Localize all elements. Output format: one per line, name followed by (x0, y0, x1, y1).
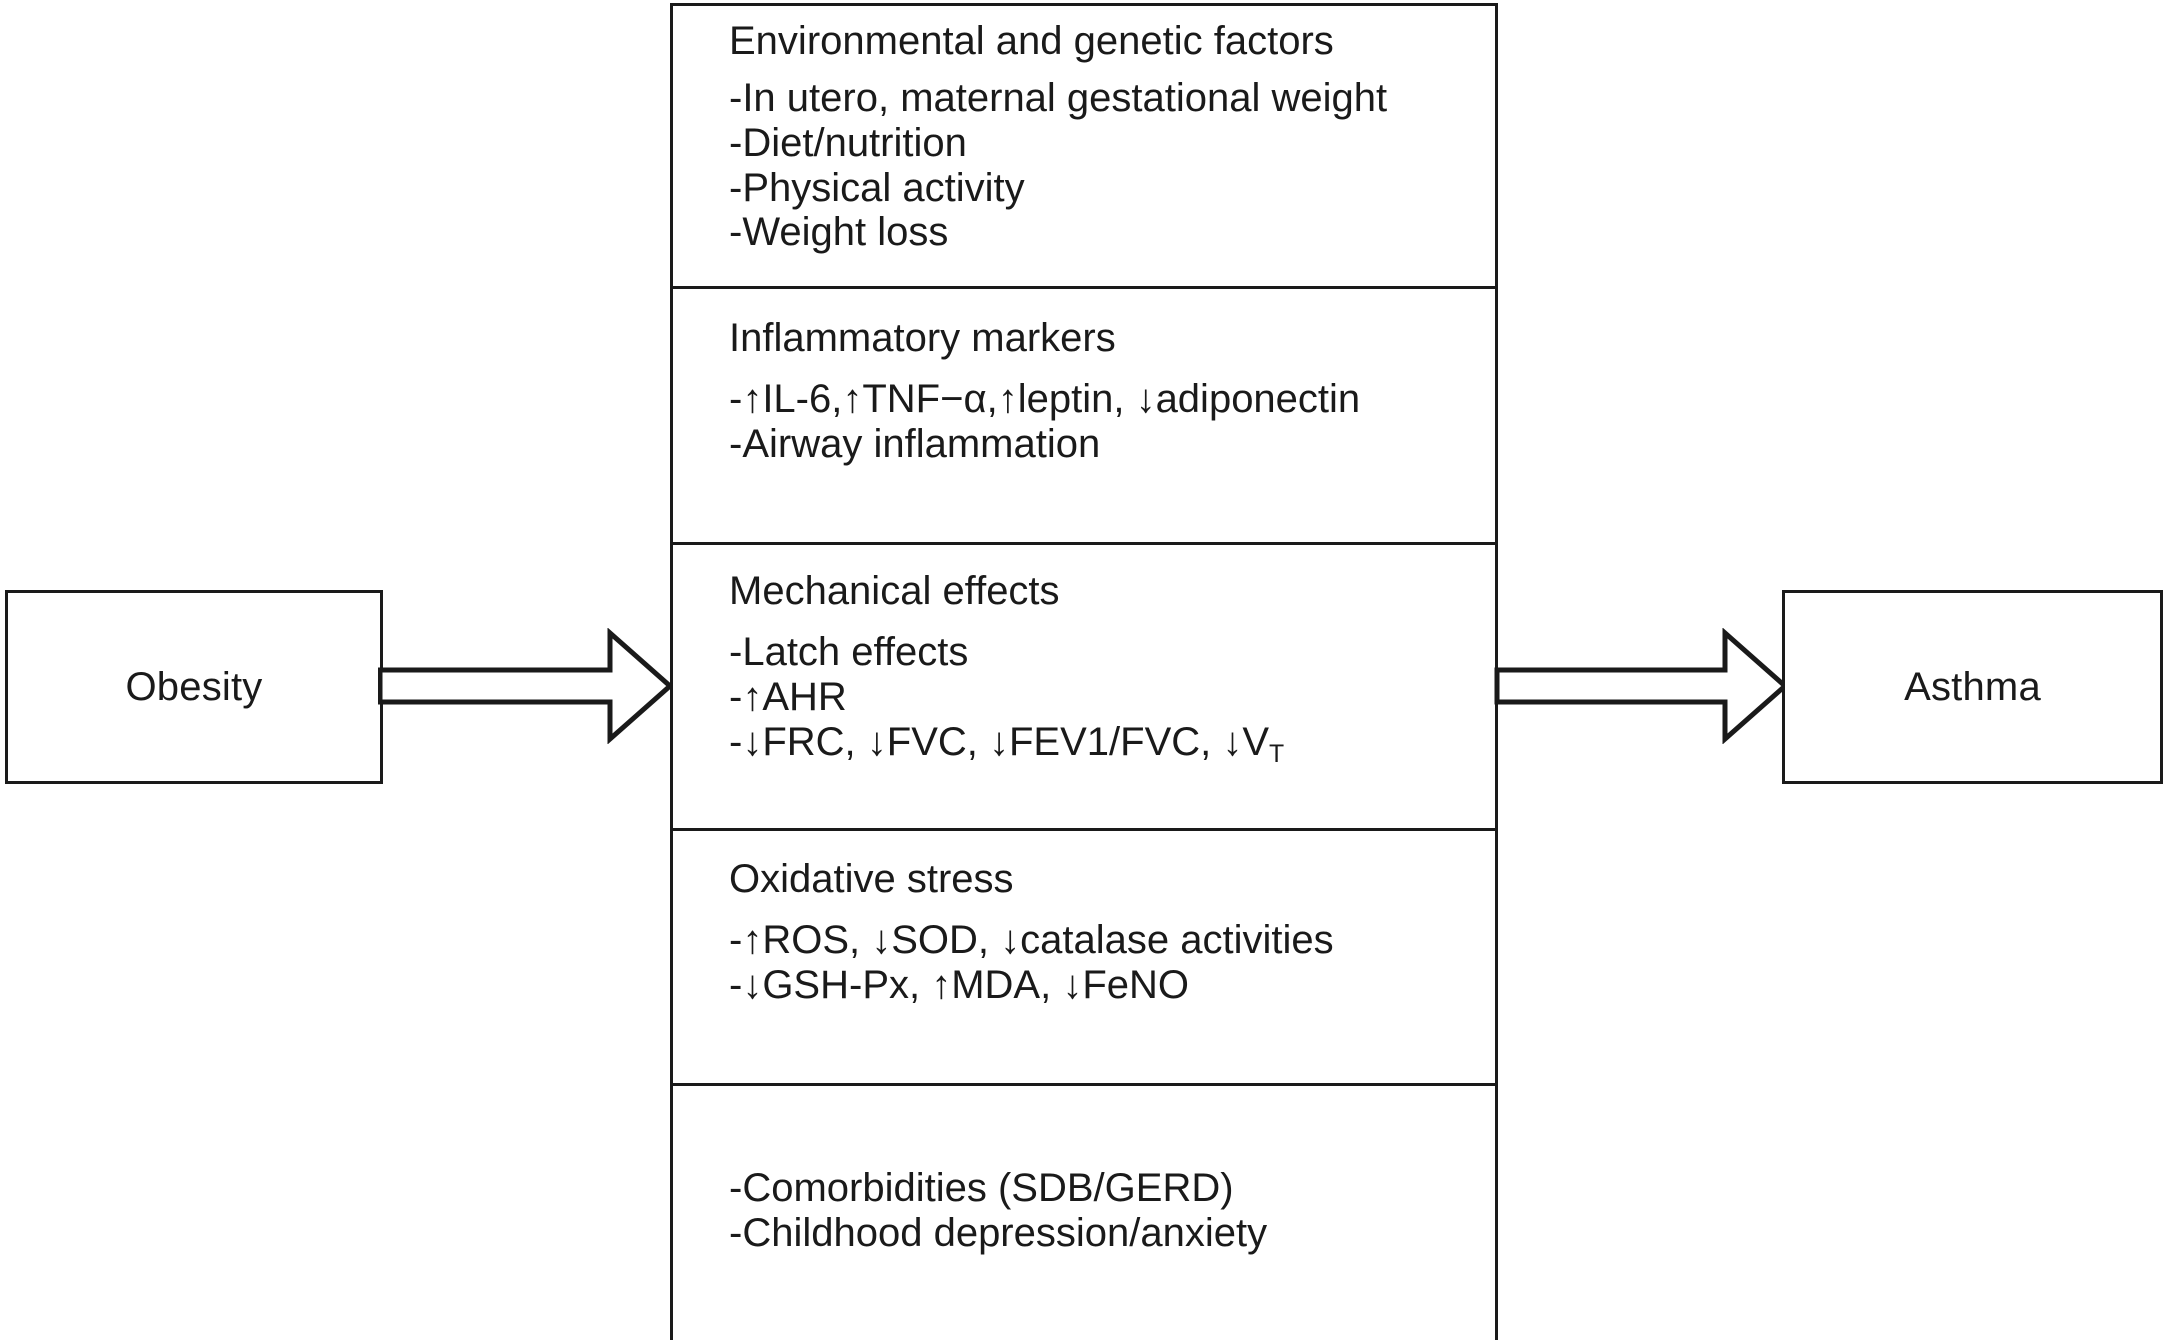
node-obesity-label: Obesity (125, 665, 263, 709)
arrow-mediators-to-asthma-icon (1494, 628, 1789, 744)
section-inflammatory-heading: Inflammatory markers (729, 316, 1116, 360)
section-mechanical-line-3: -↓FRC, ↓FVC, ↓FEV1/FVC, ↓VT (729, 720, 1469, 769)
node-asthma-label: Asthma (1904, 665, 2041, 709)
section-comorbidities-line-1: -Comorbidities (SDB/GERD) (729, 1166, 1234, 1210)
arrow-obesity-to-mediators-icon (378, 628, 674, 744)
section-oxidative-line-2: -↓GSH-Px, ↑MDA, ↓FeNO (729, 962, 1190, 1007)
section-oxidative-heading: Oxidative stress (729, 857, 1014, 901)
section-inflammatory-line-1: -↑IL-6,↑TNF−α,↑leptin, ↓adiponectin (729, 377, 1361, 421)
section-comorbidities-line-2: -Childhood depression/anxiety (729, 1210, 1268, 1255)
section-oxidative-line-1: -↑ROS, ↓SOD, ↓catalase activities (729, 918, 1334, 962)
section-environmental-line-1: -In utero, maternal gestational weight (729, 76, 1388, 120)
section-mechanical-line-3-text: -↓FRC, ↓FVC, ↓FEV1/FVC, ↓V (729, 719, 1270, 764)
node-asthma: Asthma (1782, 590, 2163, 784)
section-environmental-line-3: -Physical activity (729, 165, 1025, 210)
section-mechanical: Mechanical effects -Latch effects -↑AHR … (673, 545, 1495, 831)
section-mechanical-line-2: -↑AHR (729, 674, 847, 719)
node-obesity: Obesity (5, 590, 383, 784)
section-environmental-heading: Environmental and genetic factors (729, 19, 1334, 63)
section-comorbidities: -Comorbidities (SDB/GERD) -Childhood dep… (673, 1086, 1495, 1340)
section-oxidative: Oxidative stress -↑ROS, ↓SOD, ↓catalase … (673, 831, 1495, 1086)
section-environmental-line-2: -Diet/nutrition (729, 120, 967, 165)
section-mechanical-line-3-subscript: T (1269, 740, 1285, 768)
section-mechanical-line-1: -Latch effects (729, 630, 969, 674)
mediators-panel: Environmental and genetic factors -In ut… (670, 3, 1498, 1340)
section-mechanical-heading: Mechanical effects (729, 569, 1060, 613)
section-environmental-line-4: -Weight loss (729, 210, 949, 255)
section-environmental: Environmental and genetic factors -In ut… (673, 6, 1495, 289)
section-inflammatory: Inflammatory markers -↑IL-6,↑TNF−α,↑lept… (673, 289, 1495, 545)
section-inflammatory-line-2: -Airway inflammation (729, 421, 1101, 466)
